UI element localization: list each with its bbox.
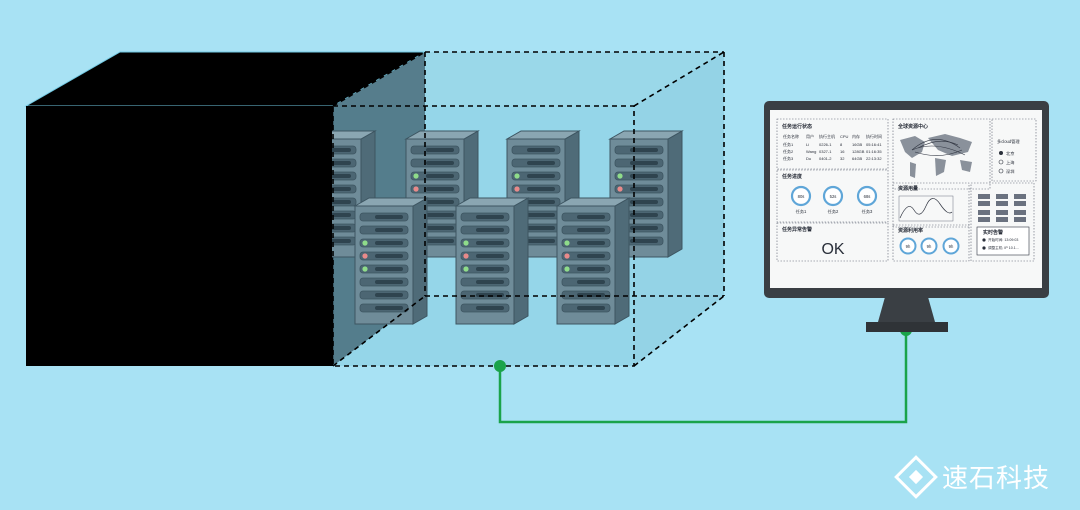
region-item: 深圳	[1006, 168, 1014, 175]
usage-line-chart	[898, 195, 954, 222]
table-cell: Du	[806, 156, 811, 161]
panel-alerts-title: 任务异常告警	[781, 226, 812, 233]
utilization-gauge: 9h	[942, 237, 960, 255]
svg-text:9h: 9h	[949, 244, 954, 249]
table-cell: 任务1	[783, 141, 794, 147]
panel-resource-usage-title: 资源用量	[898, 185, 918, 192]
server-rack-front-2	[455, 197, 529, 325]
table-cell: 0327-1	[819, 149, 832, 154]
table-cell: 任务2	[783, 148, 794, 154]
table-header: 用户	[806, 133, 814, 139]
utilization-gauge: 9h	[899, 237, 917, 255]
table-cell: 任务3	[783, 155, 794, 161]
table-cell: 05:16:41	[866, 142, 882, 147]
progress-value: 52s	[830, 194, 837, 199]
progress-label: 任务3	[862, 208, 873, 215]
svg-text:9h: 9h	[906, 244, 911, 249]
server-rack-front-3	[556, 197, 630, 325]
monitor-neck	[878, 297, 935, 322]
logo-icon	[894, 455, 938, 499]
progress-value: 68s	[864, 194, 871, 199]
utilization-gauge: 9h	[920, 237, 938, 255]
progress-ring: 80s 任务1	[790, 185, 812, 215]
panel-multi-cloud-title: 多cloud管理	[997, 138, 1020, 145]
progress-ring: 52s 任务2	[822, 185, 844, 215]
panel-utilization-title: 资源利用率	[898, 227, 923, 234]
table-header: CPU	[840, 134, 849, 139]
table-cell: 0401-2	[819, 156, 832, 161]
server-icon-grid	[978, 194, 1026, 222]
realtime-alert-item: 开始时间: 13:09:03	[988, 237, 1018, 242]
logo-text: 速石科技	[942, 464, 1050, 494]
progress-ring: 68s 任务3	[856, 185, 878, 215]
table-cell: Wang	[806, 149, 816, 154]
region-item: 北京	[1006, 150, 1014, 157]
panel-progress-title: 任务进度	[781, 173, 803, 180]
table-header: 任务名称	[783, 133, 799, 139]
progress-value: 80s	[798, 194, 805, 199]
progress-label: 任务1	[796, 208, 807, 215]
table-cell: 8	[840, 142, 843, 147]
panel-realtime-alerts-title: 实时告警	[983, 229, 1003, 236]
table-cell: 16GB	[852, 142, 863, 147]
company-logo: 速石科技	[894, 455, 1050, 499]
table-cell: 0226-1	[819, 142, 832, 147]
table-cell: 32	[840, 156, 845, 161]
table-header: 内存	[852, 133, 860, 139]
table-cell: 64GB	[852, 156, 863, 161]
table-cell: 16	[840, 149, 845, 154]
progress-label: 任务2	[828, 208, 839, 215]
svg-text:9h: 9h	[927, 244, 932, 249]
table-cell: Li	[806, 142, 809, 147]
container-front-face	[26, 106, 332, 366]
table-cell: 01:16:35	[866, 149, 882, 154]
server-rack-front-1	[354, 197, 428, 325]
realtime-alert-item: 调整主机: IP 10.1...	[988, 245, 1019, 250]
panel-global-center-title: 全球资源中心	[897, 123, 928, 130]
map-routes	[911, 139, 966, 156]
table-header: 执行时间	[866, 133, 882, 139]
dashed-outline	[332, 51, 725, 367]
alert-status: OK	[821, 241, 844, 258]
panel-task-status-title: 任务运行状态	[781, 123, 812, 130]
region-item: 上海	[1006, 159, 1015, 166]
table-cell: 22:13:32	[866, 156, 882, 161]
region-list: 北京 上海 深圳	[998, 150, 1015, 175]
connector-dot-container	[494, 360, 506, 372]
monitor-base	[866, 322, 948, 332]
table-cell: 128GB	[852, 149, 865, 154]
table-header: 执行主机	[819, 133, 835, 139]
